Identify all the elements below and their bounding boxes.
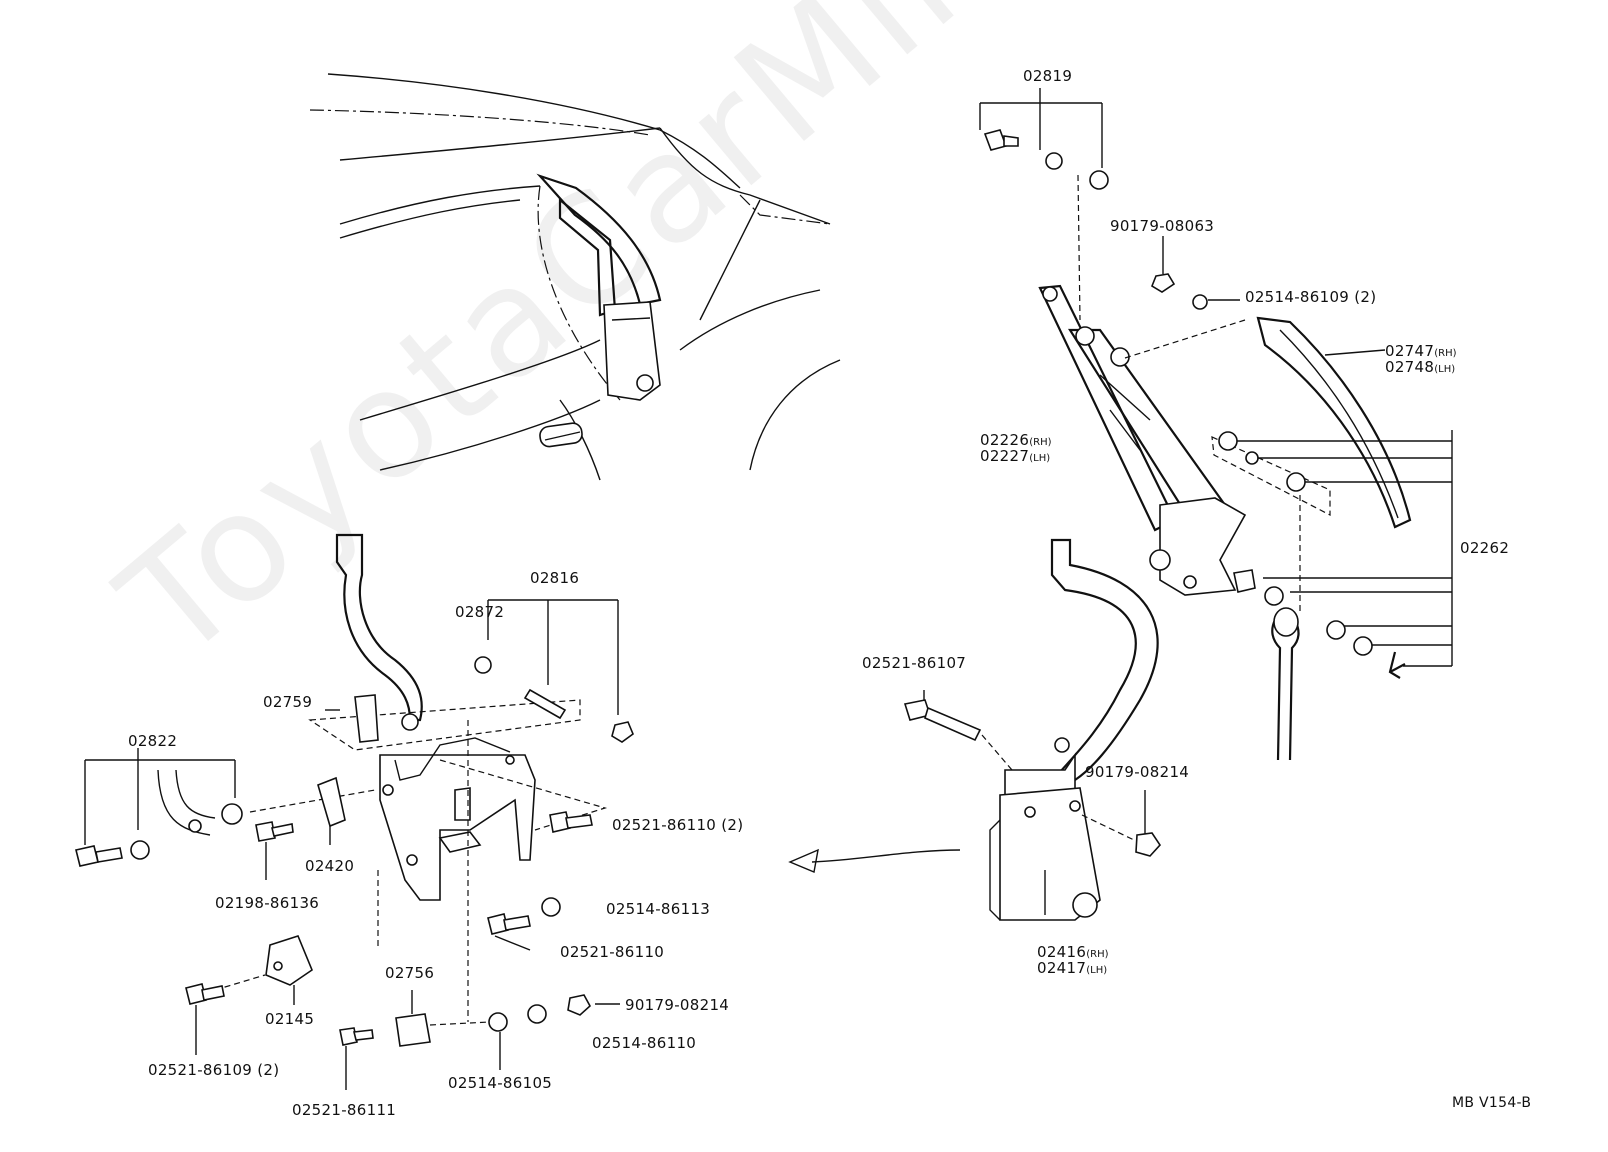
label-02521-86110: 02521-86110: [560, 943, 665, 961]
label-02417-number: 02417: [1037, 959, 1087, 977]
label-02226-number: 02226: [980, 431, 1030, 449]
label-02748-lh: (LH): [1434, 364, 1456, 375]
label-02417-lh: (LH): [1086, 965, 1108, 976]
hinge-assembly-top-right: [979, 88, 1453, 761]
label-02145: 02145: [265, 1010, 315, 1028]
label-02198-86136: 02198-86136: [215, 894, 320, 912]
car-hinge-small: [536, 173, 662, 401]
label-02514-86113: 02514-86113: [606, 900, 711, 918]
label-02420: 02420: [305, 857, 355, 875]
lock-plate-assembly: [75, 533, 634, 1090]
car-body-outline: [309, 73, 841, 481]
label-02747: 02747(RH): [1385, 343, 1457, 362]
label-02819: 02819: [1023, 67, 1073, 85]
label-02822: 02822: [128, 732, 178, 750]
label-90179-08214-left: 90179-08214: [625, 996, 730, 1014]
label-90179-08214-right: 90179-08214: [1085, 763, 1190, 781]
label-02514-86109-2-top: 02514-86109 (2): [1245, 288, 1377, 306]
label-02227: 02227(LH): [980, 448, 1050, 467]
label-02816: 02816: [530, 569, 580, 587]
label-02416-number: 02416: [1037, 943, 1087, 961]
direction-arrow: [788, 848, 961, 873]
label-02521-86109-2: 02521-86109 (2): [148, 1061, 280, 1079]
label-02227-number: 02227: [980, 447, 1030, 465]
label-02226-rh: (RH): [1029, 437, 1052, 448]
label-02747-number: 02747: [1385, 342, 1435, 360]
label-90179-08063: 90179-08063: [1110, 217, 1215, 235]
label-02416-rh: (RH): [1086, 949, 1109, 960]
label-02227-lh: (LH): [1029, 453, 1051, 464]
label-02514-86110: 02514-86110: [592, 1034, 697, 1052]
label-02416: 02416(RH): [1037, 944, 1109, 963]
label-02514-86105: 02514-86105: [448, 1074, 553, 1092]
label-02521-86110-2: 02521-86110 (2): [612, 816, 744, 834]
label-02262: 02262: [1460, 539, 1510, 557]
label-02521-86107: 02521-86107: [862, 654, 967, 672]
label-02872: 02872: [455, 603, 505, 621]
label-02756: 02756: [385, 964, 435, 982]
label-02417: 02417(LH): [1037, 960, 1107, 979]
label-02748: 02748(LH): [1385, 359, 1455, 378]
label-02747-rh: (RH): [1434, 348, 1457, 359]
label-02748-number: 02748: [1385, 358, 1435, 376]
figure-code: MB V154-B: [1452, 1095, 1532, 1111]
label-02226: 02226(RH): [980, 432, 1052, 451]
label-02759: 02759: [263, 693, 313, 711]
support-arm-assembly: [903, 538, 1162, 921]
label-02521-86111: 02521-86111: [292, 1101, 397, 1119]
